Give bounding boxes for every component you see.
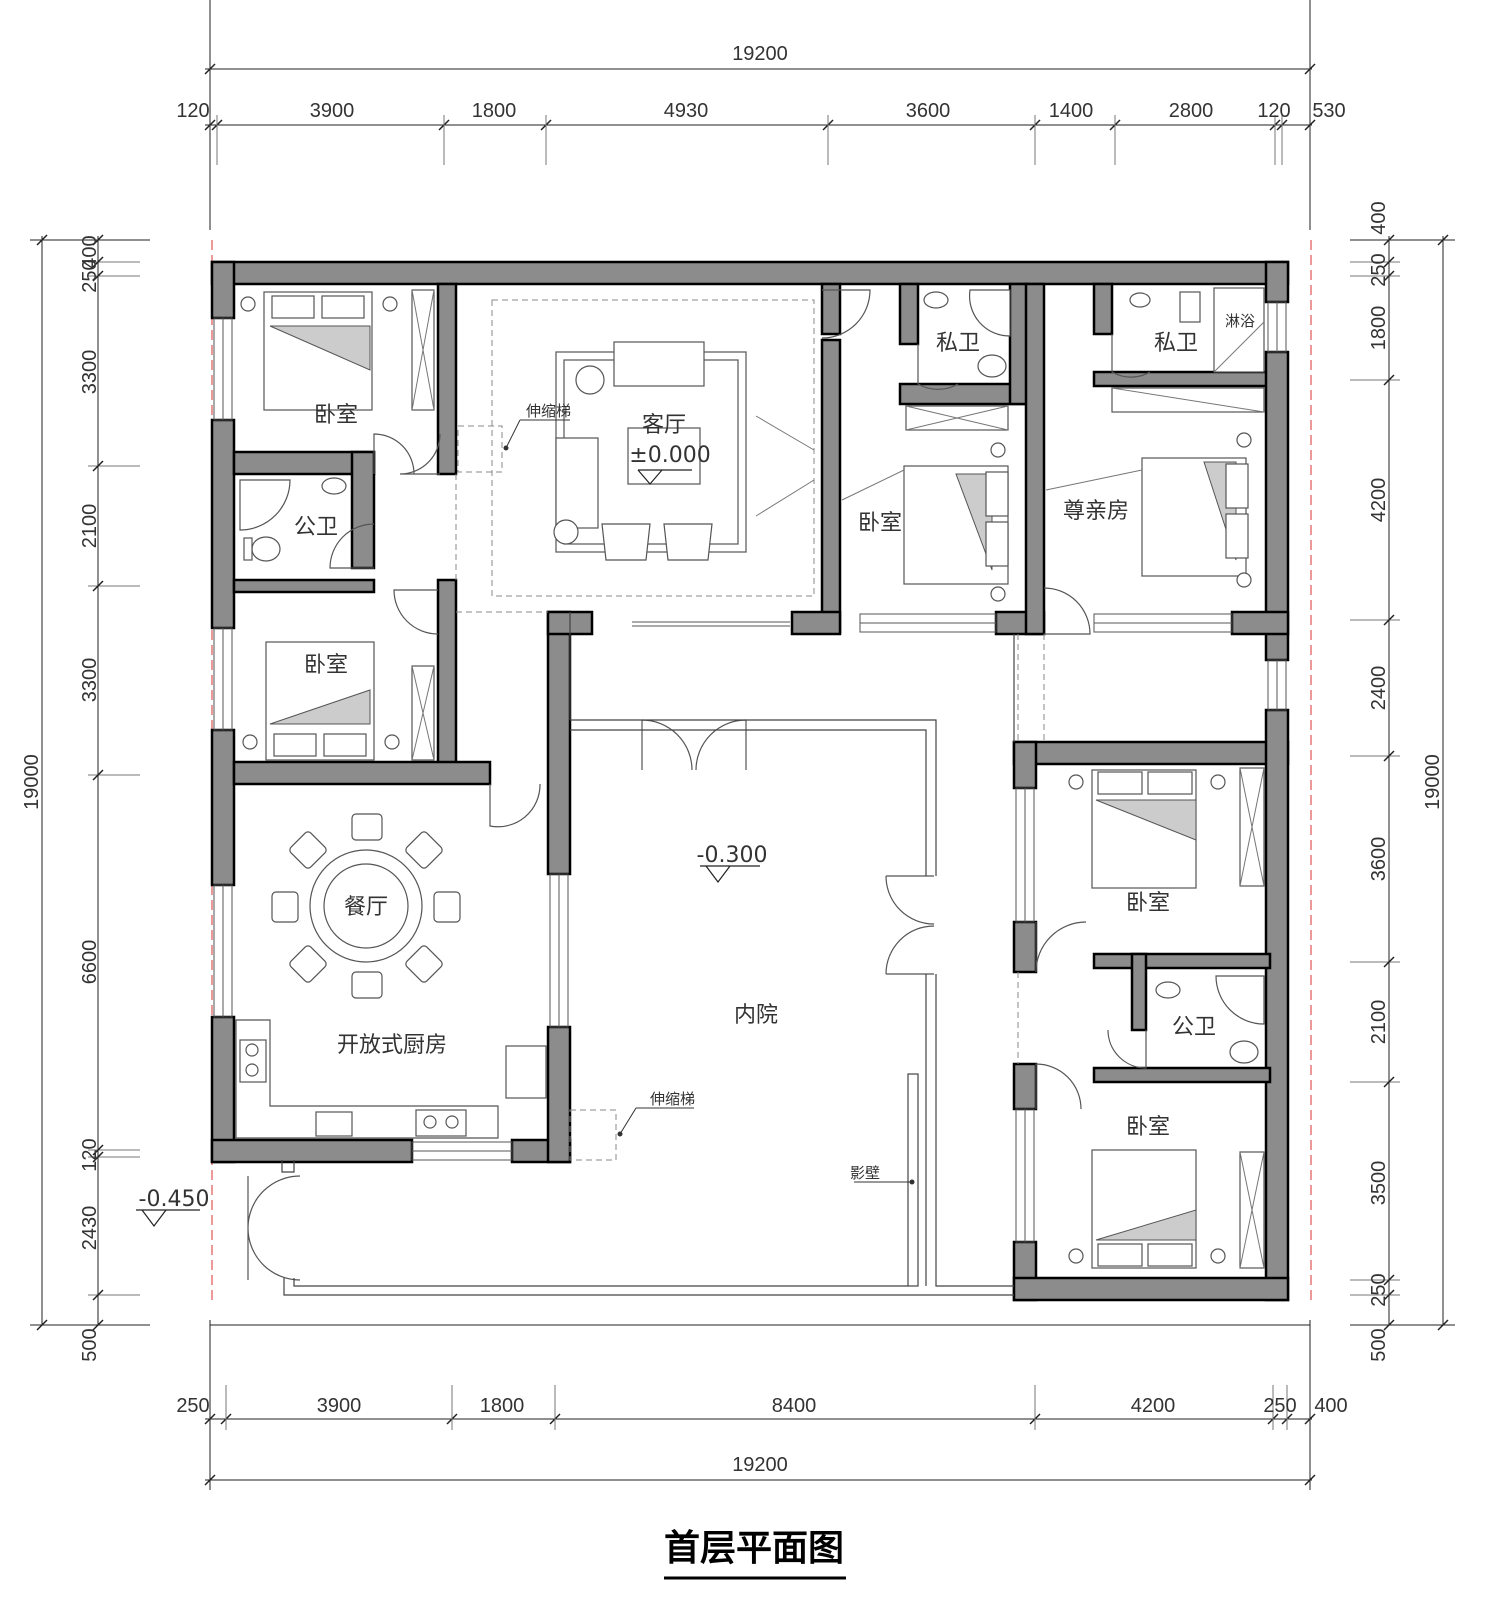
- bottom-dim-6: 250: [1263, 1395, 1296, 1417]
- windows: [213, 301, 1287, 1243]
- room-label-dining: 餐厅: [344, 895, 388, 920]
- room-label-bedroom-n: 卧室: [858, 511, 902, 536]
- top-dim-6: 1400: [1049, 100, 1094, 122]
- leader-lines: [503, 419, 915, 1185]
- courtyard-level: -0.300: [697, 843, 768, 868]
- room-label-bedroom-e1: 卧室: [1126, 891, 1170, 916]
- right-dimension-lines: 400 250 1800 4200 2400 3600 2100 3500 25…: [1350, 201, 1455, 1362]
- bottom-dim-7: 400: [1314, 1395, 1347, 1417]
- room-label-private-bath-1: 私卫: [936, 331, 980, 356]
- right-dim-9: 250: [1368, 1273, 1390, 1306]
- left-dim-5: 3300: [79, 658, 101, 703]
- right-dim-10: 500: [1368, 1328, 1390, 1361]
- top-dim-7: 2800: [1169, 100, 1214, 122]
- right-dim-2: 250: [1368, 253, 1390, 286]
- left-dim-6: 6600: [79, 940, 101, 985]
- living-level: ±0.000: [629, 443, 710, 468]
- bottom-dim-4: 8400: [772, 1395, 817, 1417]
- bottom-dimension-lines: 250 3900 1800 8400 4200 250 400 19200: [176, 1320, 1348, 1490]
- left-dim-7: 120: [79, 1138, 101, 1171]
- entry-level: -0.450: [139, 1187, 210, 1212]
- room-label-screen-wall: 影壁: [850, 1164, 880, 1182]
- right-dim-7: 2100: [1368, 1000, 1390, 1045]
- top-dimension-lines: 19200 120 3900 1800 4930 3600 1400 2800 …: [176, 0, 1346, 230]
- top-dim-4: 4930: [664, 100, 709, 122]
- dashed-lines: [455, 299, 1045, 1161]
- left-dim-4: 2100: [79, 504, 101, 549]
- room-label-bedroom-nw: 卧室: [314, 403, 358, 428]
- room-label-courtyard: 内院: [734, 1003, 778, 1028]
- top-total-dim: 19200: [732, 43, 788, 65]
- room-label-shower: 淋浴: [1225, 312, 1255, 330]
- right-dim-1: 400: [1368, 201, 1390, 234]
- room-labels: 卧室 公卫 卧室 客厅 ±0.000 伸缩梯 私卫 卧室 私卫 淋浴 尊亲房 餐…: [139, 312, 1255, 1212]
- top-dim-3: 1800: [472, 100, 517, 122]
- ladder-label-1: 伸缩梯: [526, 402, 571, 420]
- drawing-title: 首层平面图: [664, 1528, 844, 1569]
- room-label-public-bath-w: 公卫: [294, 515, 338, 540]
- left-dim-3: 3300: [79, 350, 101, 395]
- left-dim-2: 250: [79, 259, 101, 292]
- room-label-private-bath-2: 私卫: [1154, 331, 1198, 356]
- top-dim-8: 120: [1257, 100, 1290, 122]
- doors: [247, 289, 1151, 1281]
- right-dim-3: 1800: [1368, 306, 1390, 351]
- top-dim-5: 3600: [906, 100, 951, 122]
- top-dim-2: 3900: [310, 100, 355, 122]
- right-dim-4: 4200: [1368, 478, 1390, 523]
- room-label-bedroom-w: 卧室: [304, 653, 348, 678]
- room-label-kitchen: 开放式厨房: [337, 1033, 447, 1058]
- left-dim-8: 2430: [79, 1206, 101, 1251]
- level-markers: [136, 469, 760, 1227]
- bottom-dim-1: 250: [176, 1395, 209, 1417]
- bottom-dim-3: 1800: [480, 1395, 525, 1417]
- furniture: [235, 287, 1265, 1269]
- right-dim-8: 3500: [1368, 1161, 1390, 1206]
- bottom-total-dim: 19200: [732, 1454, 788, 1476]
- left-dim-9: 500: [79, 1328, 101, 1361]
- left-dim-1: 400: [79, 235, 101, 268]
- room-label-public-bath-e: 公卫: [1172, 1015, 1216, 1040]
- room-label-bedroom-e2: 卧室: [1126, 1115, 1170, 1140]
- ladder-label-2: 伸缩梯: [650, 1090, 695, 1108]
- left-total-dim: 19000: [21, 754, 43, 810]
- walls: [210, 260, 1290, 1302]
- right-total-dim: 19000: [1422, 754, 1444, 810]
- left-dimension-lines: 400 250 3300 2100 3300 6600 120 2430 500…: [21, 234, 150, 1362]
- bottom-dim-2: 3900: [317, 1395, 362, 1417]
- room-label-living: 客厅: [642, 413, 686, 438]
- room-label-elder-room: 尊亲房: [1063, 499, 1129, 524]
- right-dim-6: 3600: [1368, 837, 1390, 882]
- right-dim-5: 2400: [1368, 666, 1390, 711]
- top-dim-9: 530: [1312, 100, 1345, 122]
- top-dim-1: 120: [176, 100, 209, 122]
- bottom-dim-5: 4200: [1131, 1395, 1176, 1417]
